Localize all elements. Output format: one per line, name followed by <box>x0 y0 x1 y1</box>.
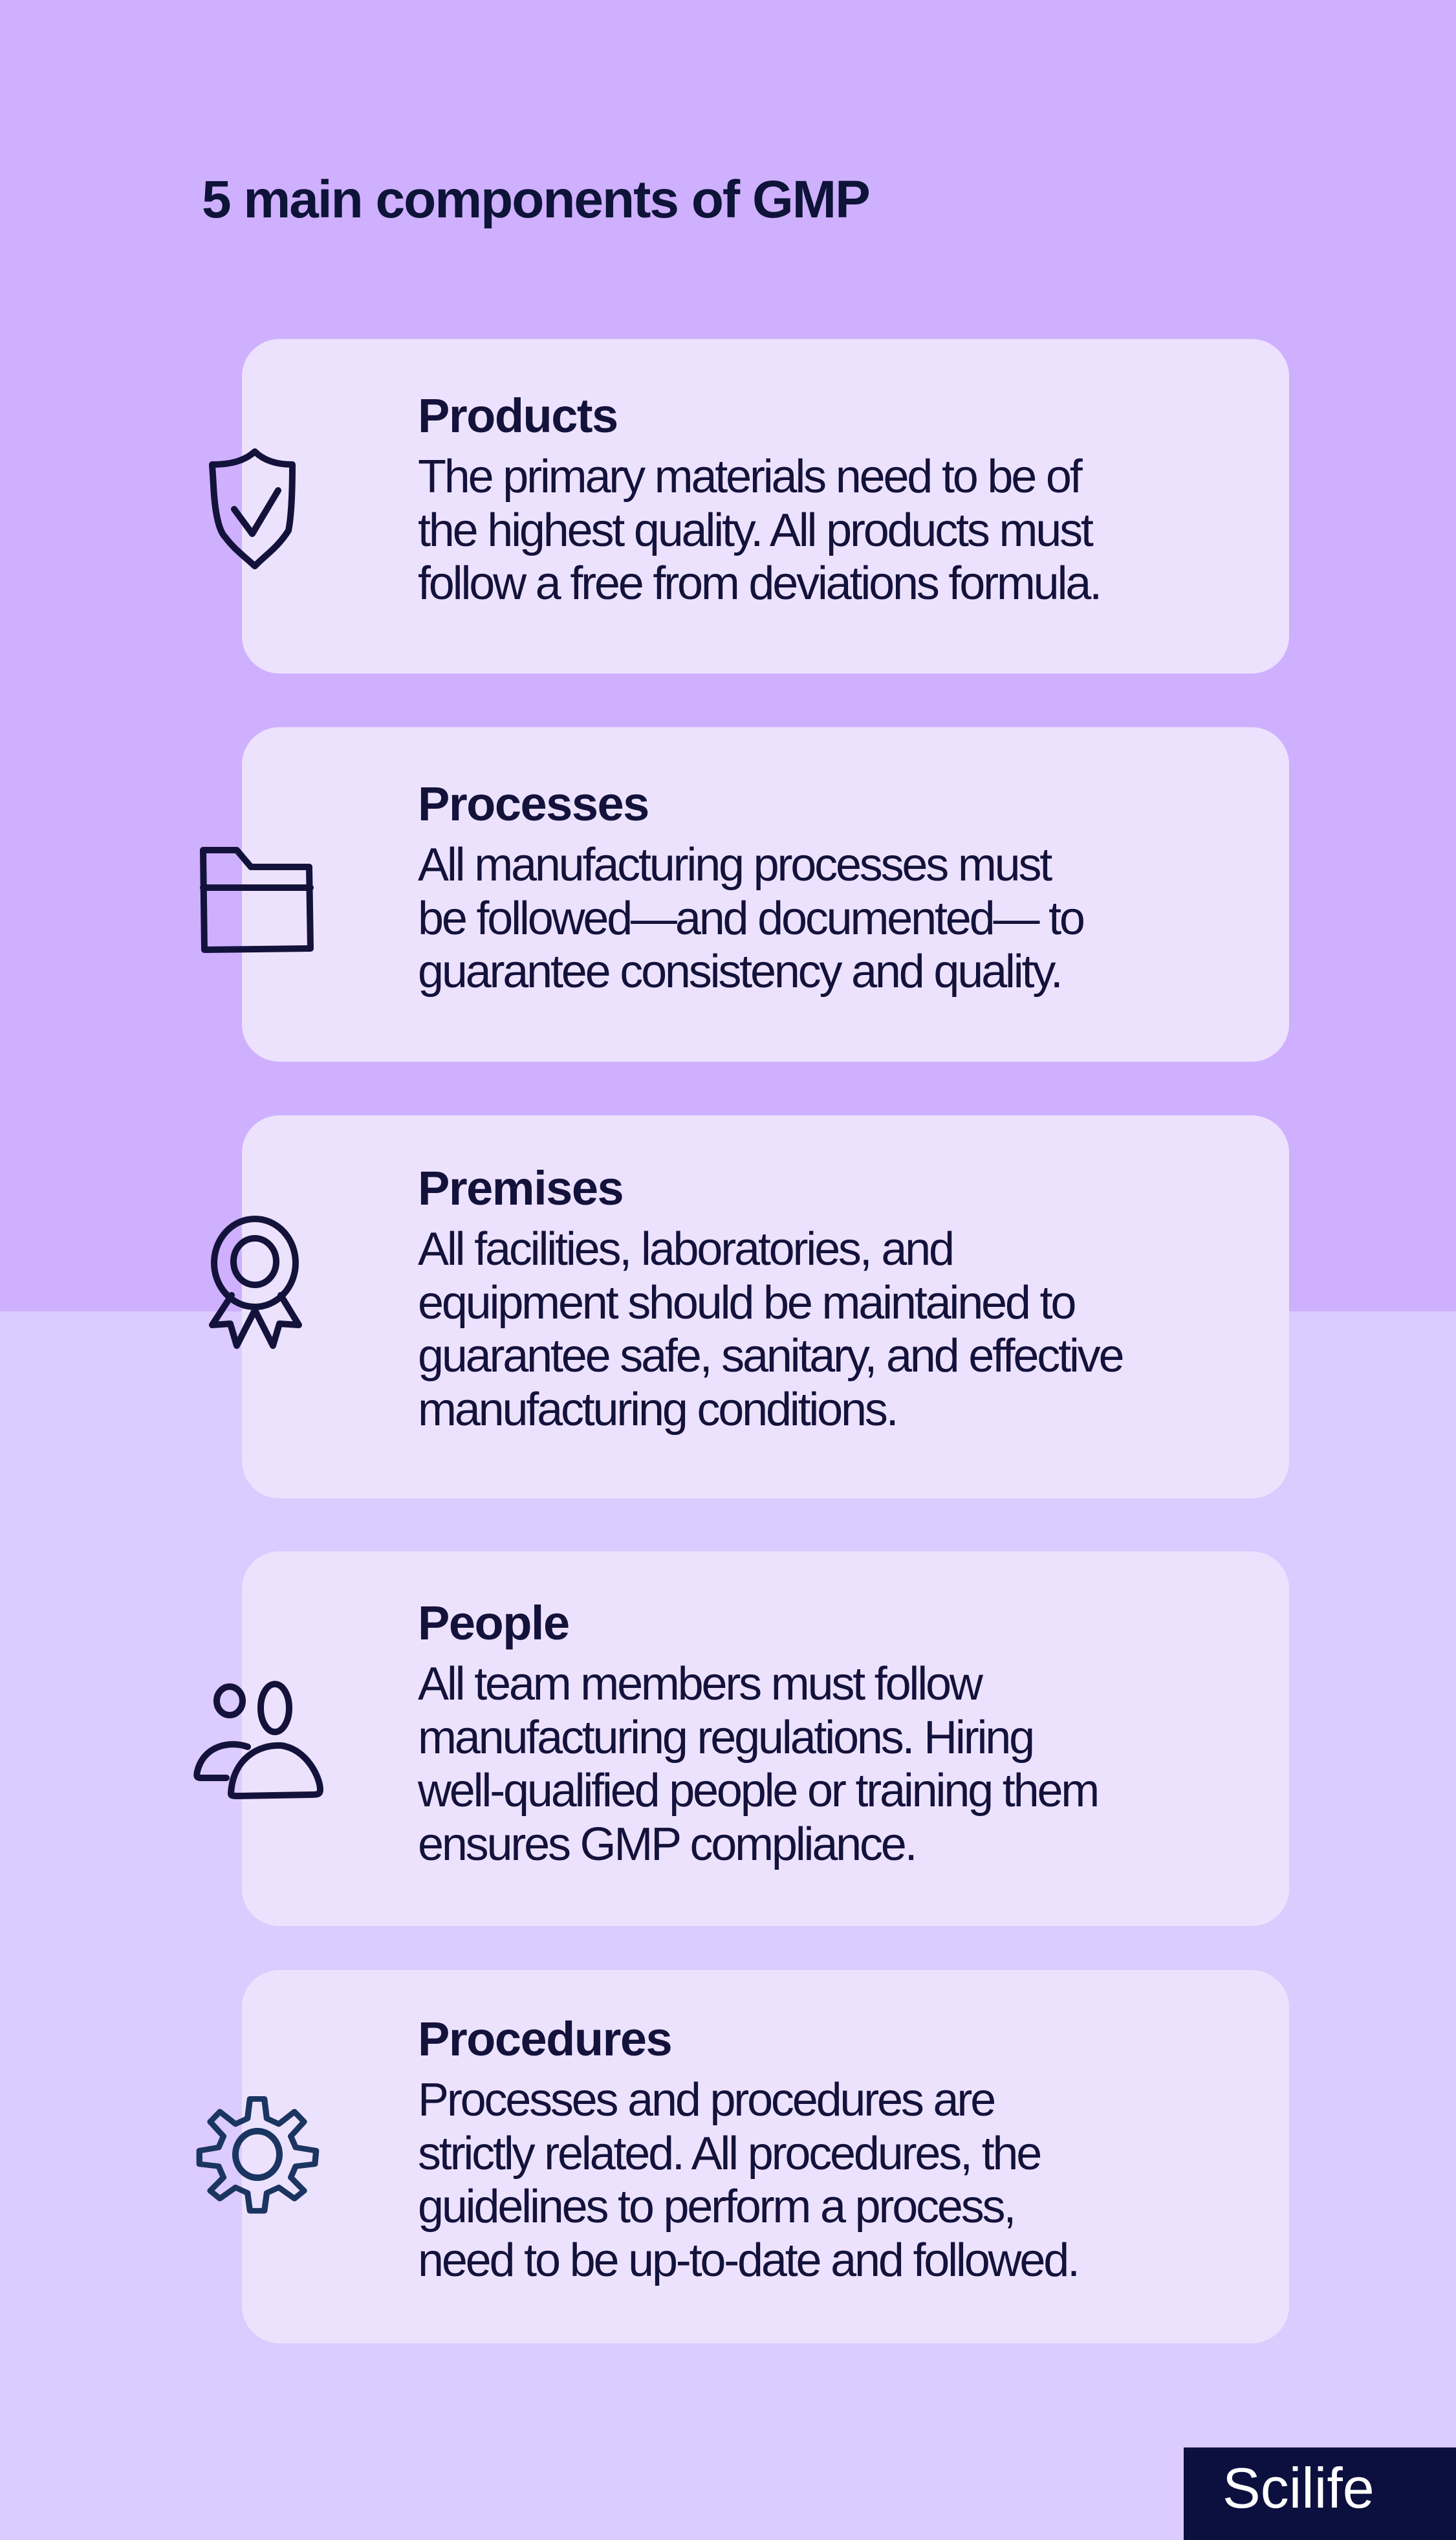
component-card-processes: Processes All manufacturing processes mu… <box>242 727 1289 1062</box>
card-description: Processes and procedures are strictly re… <box>418 2074 1080 2286</box>
shield-check-icon <box>206 446 303 569</box>
card-heading: Procedures <box>418 2012 673 2066</box>
folder-icon <box>198 842 314 953</box>
card-heading: Processes <box>418 777 649 831</box>
card-description: All team members must follow manufacturi… <box>418 1658 1100 1870</box>
people-icon <box>184 1681 327 1804</box>
gear-icon <box>196 2096 320 2216</box>
card-description: The primary materials need to be of the … <box>418 451 1102 609</box>
award-ribbon-icon <box>206 1216 303 1365</box>
card-heading: People <box>418 1596 570 1650</box>
scilife-logo: Scilife <box>1184 2447 1456 2540</box>
component-card-products: Products The primary materials need to b… <box>242 339 1289 673</box>
card-description: All facilities, laboratories, and equipm… <box>418 1223 1125 1436</box>
component-card-people: People All team members must follow manu… <box>242 1551 1289 1926</box>
component-card-premises: Premises All facilities, laboratories, a… <box>242 1115 1289 1498</box>
page-title: 5 main components of GMP <box>202 170 871 229</box>
card-description: All manufacturing processes must be foll… <box>418 839 1085 998</box>
card-heading: Products <box>418 389 618 443</box>
logo-text: Scilife <box>1222 2456 1375 2520</box>
component-card-procedures: Procedures Processes and procedures are … <box>242 1970 1289 2343</box>
card-heading: Premises <box>418 1161 624 1215</box>
